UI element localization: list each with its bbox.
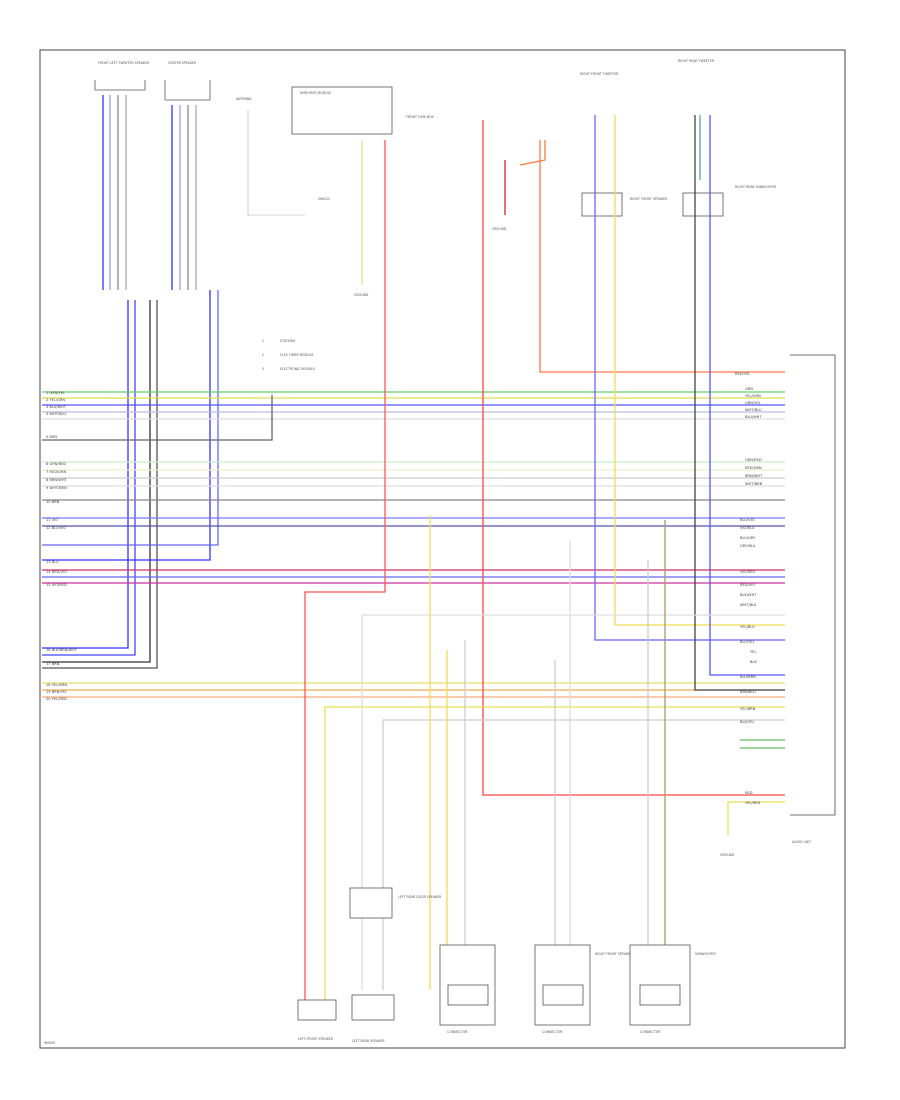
left-label-13: 13 BLU [46, 560, 59, 564]
ground-b-label: GROUND [492, 227, 507, 231]
left-rear-door-speaker: LEFT REAR DOOR SPEAKER [349, 887, 442, 919]
right-label-12: VIO/BLU [740, 526, 755, 530]
front-left-speaker-label: FRONT LEFT TWEETER SPEAKER [98, 61, 150, 65]
left-label-5: 5 BRN [46, 435, 57, 439]
right-label-23: BLU/BRN [740, 675, 756, 679]
right-label-9: BRN/WHT [745, 474, 763, 478]
right-label-17: BLK/WHT [740, 593, 757, 597]
right-rear-tweeter-label-2: RIGHT REAR SUBWOOFER [735, 185, 777, 189]
bottom-tag-1: CONNECTOR [447, 1030, 468, 1034]
center-speaker-label: CENTER SPEAKER [168, 61, 197, 65]
bottom-tag-3: CONNECTOR [640, 1030, 661, 1034]
audio-unit-label: AUDIO UNIT [792, 840, 811, 844]
legend: 1 STATIONS 2 FLEX TIMER MODULE 3 ELECTRO… [262, 339, 315, 371]
left-label-12: 12 BLU/VIO [46, 526, 66, 530]
left-label-2: 2 YEL/GRN [46, 398, 65, 402]
hf-junction: FRONT FUSE BOX [406, 115, 435, 119]
left-label-6: 6 GRN/RED [46, 462, 66, 466]
right-front-tweeter: RIGHT FRONT TWEETER RIGHT FRONT SPEAKER [580, 72, 668, 217]
connector-box-2: CONNECTOR RIGHT FRONT SPEAKER [534, 944, 633, 1034]
left-label-17: 17 BRN [46, 662, 60, 666]
right-label-11: BLU/VIO [740, 518, 755, 522]
right-label-19: YEL/BLU [740, 625, 755, 629]
left-rear-door-speaker-label: LEFT REAR DOOR SPEAKER [398, 895, 442, 899]
right-front-tweeter-label-2: RIGHT FRONT SPEAKER [630, 197, 668, 201]
center-speaker: CENTER SPEAKER [164, 61, 211, 101]
right-label-16: RED/VIO [740, 583, 755, 587]
right-label-24: BRN/BLU [740, 690, 756, 694]
left-label-20: 20 YEL/RED [46, 697, 67, 701]
footer-code: W0000 [44, 1041, 55, 1045]
legend-text-1: STATIONS [280, 339, 295, 343]
front-left-speaker: FRONT LEFT TWEETER SPEAKER [94, 61, 150, 91]
legend-text-2: FLEX TIMER MODULE [280, 353, 314, 357]
right-label-8: RED/GRN [745, 466, 762, 470]
connector-box-3: CONNECTOR SUBWOOFER [629, 944, 716, 1034]
right-label-14: GRY/BLU [740, 544, 756, 548]
right-label-1: RED/YEL [735, 372, 750, 376]
left-label-9: 9 WHT/BRN [46, 486, 67, 490]
right-label-28: YEL/RED [745, 801, 760, 805]
left-label-1: 1 GRN/YEL [46, 391, 65, 395]
antenna: ANTENNA [236, 97, 305, 216]
left-front-speaker: LEFT FRONT SPEAKER [297, 999, 337, 1041]
right-label-25: YEL/BRN [740, 707, 756, 711]
amplifier-module: AMPLIFIER MODULE [291, 86, 393, 135]
connector-box-1: CONNECTOR [439, 944, 496, 1034]
legend-num-3: 3 [262, 367, 264, 371]
left-label-15: 15 VIO/RED [46, 583, 67, 587]
right-rear-tweeter-label: RIGHT REAR TWEETER [678, 59, 715, 63]
right-label-4: GRN/YEL [745, 401, 761, 405]
hf-junction-label: FRONT FUSE BOX [406, 115, 435, 119]
left-label-3: 3 BLU/WHT [46, 405, 67, 409]
left-label-14: 14 RED/VIO [46, 570, 67, 574]
ground-c-label: GROUND [720, 853, 735, 857]
legend-num-2: 2 [262, 353, 264, 357]
wire-harness [42, 95, 836, 1000]
left-label-18: 18 YEL/BRN [46, 683, 67, 687]
left-front-speaker-label: LEFT FRONT SPEAKER [298, 1037, 334, 1041]
left-label-11: 11 VIO [46, 518, 58, 522]
ground-a-label: GROUND [354, 293, 369, 297]
left-label-8: 8 BRN/WHT [46, 478, 68, 482]
left-label-7: 7 RED/GRN [46, 470, 66, 474]
legend-text-3: ELECTRONIC MODULE [280, 367, 315, 371]
amplifier-label: AMPLIFIER MODULE [300, 91, 331, 95]
right-label-21: YEL [750, 650, 756, 654]
right-label-10: WHT/BRN [745, 482, 763, 486]
right-label-2: GRN [745, 387, 753, 391]
left-label-4: 4 WHT/BLU [46, 412, 66, 416]
right-label-22: BLK [750, 660, 757, 664]
antenna-label: ANTENNA [236, 97, 252, 101]
left-rear-speaker: LEFT REAR SPEAKER [351, 994, 395, 1043]
diagram-frame [39, 49, 846, 1049]
right-rear-tweeter: RIGHT REAR TWEETER RIGHT REAR SUBWOOFER [678, 59, 777, 217]
right-label-7: GRN/RED [745, 458, 762, 462]
subwoofer-bottom-label: SUBWOOFER [695, 952, 716, 956]
right-label-26: BLK/YEL [740, 720, 755, 724]
right-label-18: WHT/BLK [740, 603, 757, 607]
right-label-5: WHT/BLU [745, 408, 762, 412]
left-label-19: 19 BRN/YEL [46, 690, 67, 694]
legend-num-1: 1 [262, 339, 264, 343]
left-label-16: 16 BLK/BRN/WHT [46, 648, 78, 652]
right-label-20: BLU/YEL [740, 640, 755, 644]
right-front-speaker-bottom-label: RIGHT FRONT SPEAKER [595, 952, 633, 956]
right-label-15: VIO/RED [740, 570, 755, 574]
left-labels: 1 GRN/YEL 2 YEL/GRN 3 BLU/WHT 4 WHT/BLU … [46, 391, 78, 701]
right-front-tweeter-label: RIGHT FRONT TWEETER [580, 72, 619, 76]
right-label-27: RED [745, 791, 753, 795]
shield-label: SHIELD [318, 197, 330, 201]
right-label-13: BLU/GRY [740, 536, 756, 540]
left-rear-speaker-label: LEFT REAR SPEAKER [352, 1039, 385, 1043]
right-label-3: YEL/GRN [745, 394, 761, 398]
bottom-tag-2: CONNECTOR [542, 1030, 563, 1034]
left-label-10: 10 BRN [46, 500, 60, 504]
right-label-6: BLU/WHT [745, 415, 762, 419]
right-labels: RED/YEL GRN YEL/GRN GRN/YEL WHT/BLU BLU/… [735, 372, 763, 805]
